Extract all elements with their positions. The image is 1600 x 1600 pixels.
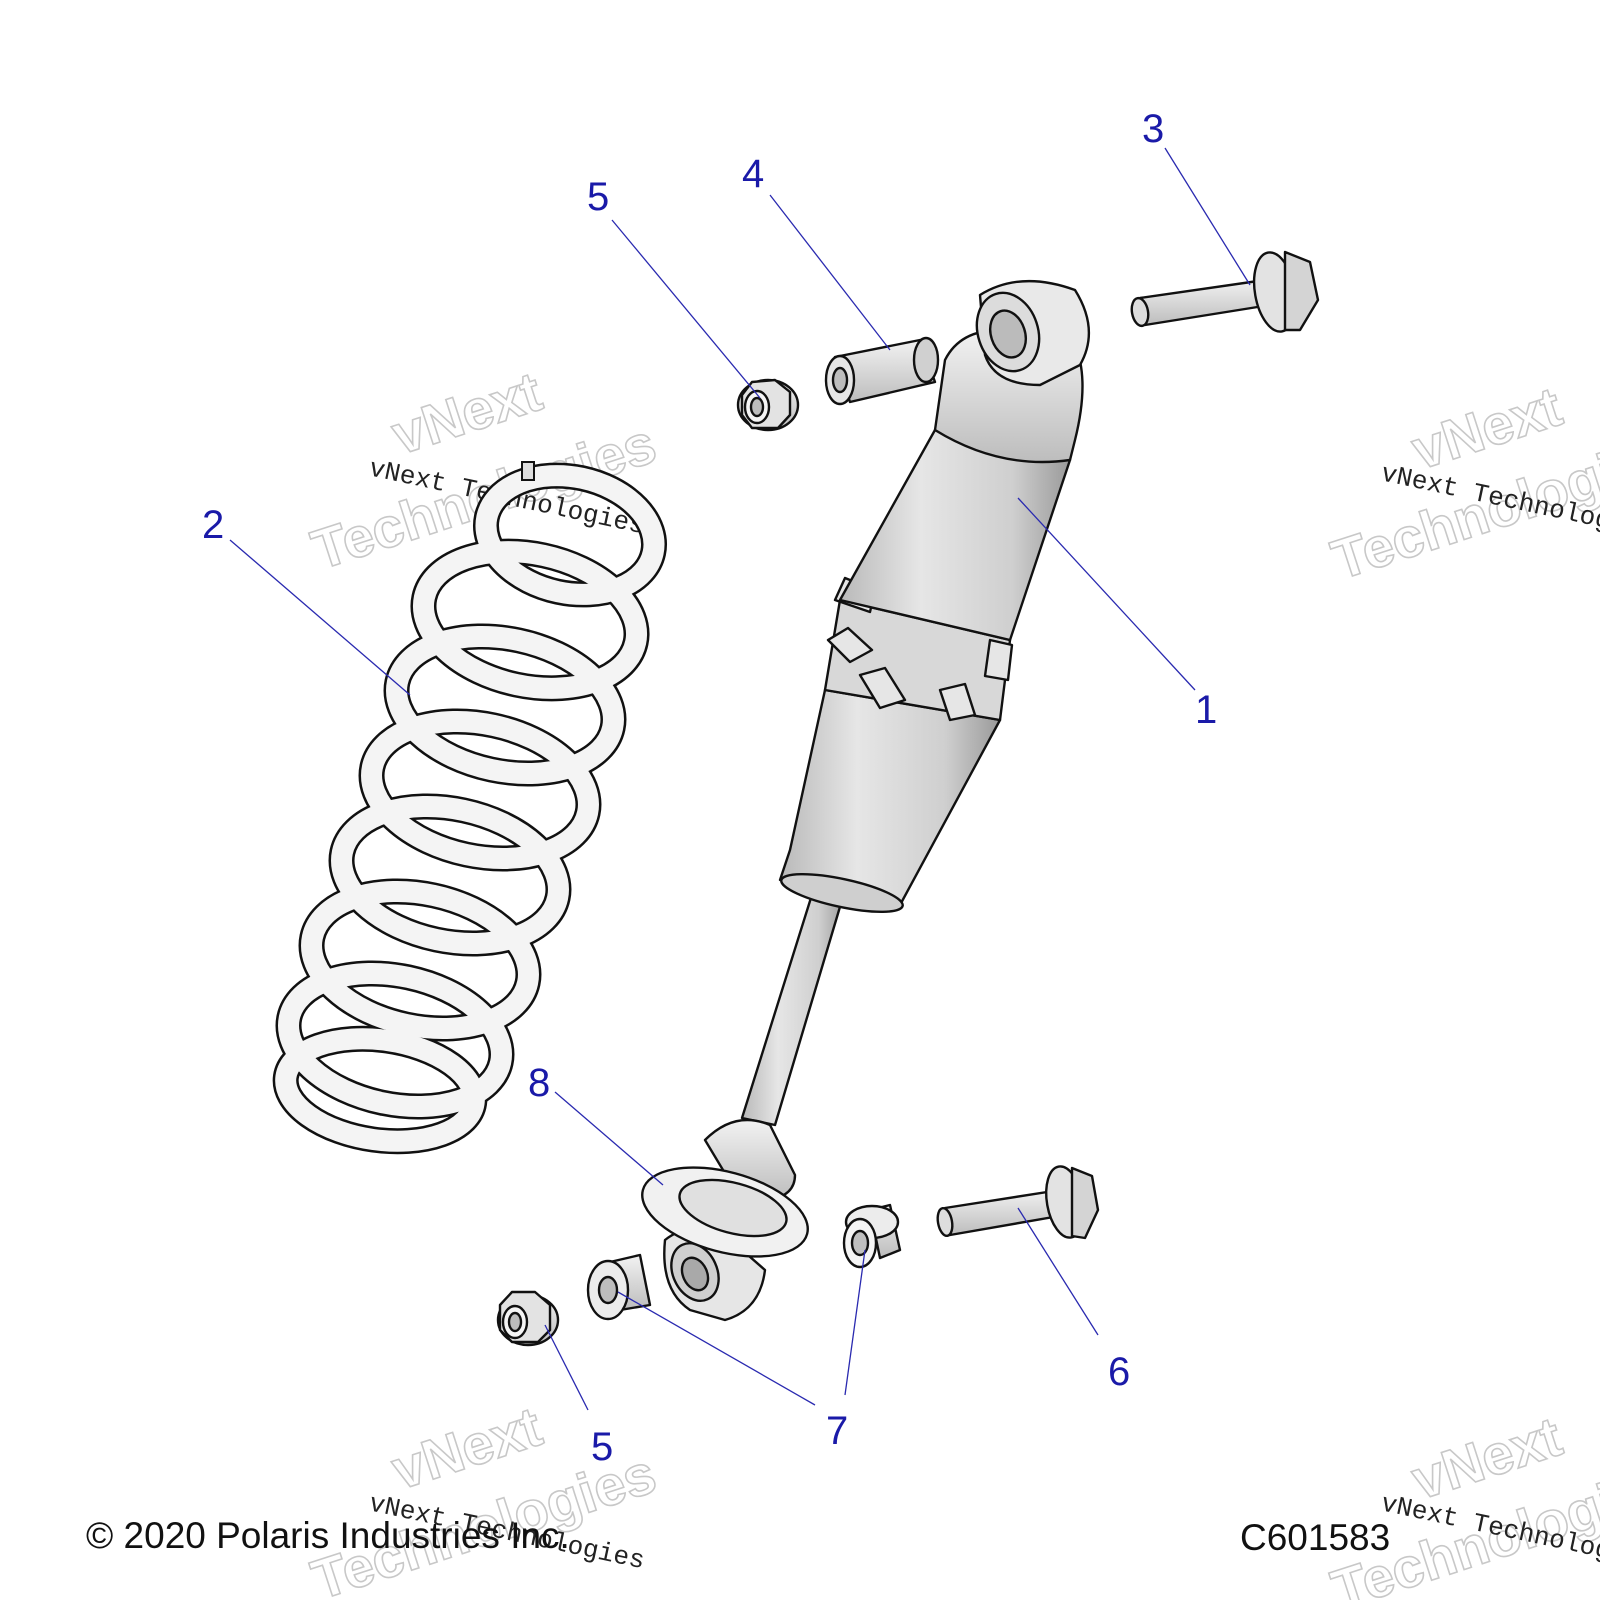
leader-3 xyxy=(1164,147,1251,286)
leader-lines xyxy=(229,147,1251,1411)
upper-bolt xyxy=(1130,250,1320,333)
copyright-text: © 2020 Polaris Industries Inc. xyxy=(86,1515,570,1556)
callout-1: 1 xyxy=(1195,688,1217,732)
leader-5-upper xyxy=(611,219,761,399)
leader-7-left xyxy=(617,1291,816,1406)
callout-4: 4 xyxy=(742,152,764,196)
leader-2 xyxy=(229,539,411,696)
callout-5-lower: 5 xyxy=(591,1425,613,1469)
callout-8: 8 xyxy=(528,1061,550,1105)
bushing-right xyxy=(842,1203,902,1269)
lower-bolt xyxy=(936,1165,1100,1240)
flange-nut-lower xyxy=(496,1290,560,1347)
shock-absorber xyxy=(663,279,1090,1322)
bushing-left xyxy=(586,1253,652,1321)
flange-nut-upper xyxy=(736,378,800,432)
leader-6 xyxy=(1017,1207,1099,1336)
callouts: 1 2 3 4 5 5 6 7 8 xyxy=(202,107,1217,1469)
watermark-bottom-right: vNext Technologies vNext Technologies xyxy=(1323,1404,1600,1600)
leader-5-lower xyxy=(544,1324,589,1411)
watermark-top-right: vNext Technologies vNext Technologies xyxy=(1323,374,1600,593)
diagram-id: C601583 xyxy=(1240,1517,1390,1558)
upper-bushing xyxy=(824,336,940,406)
leader-4 xyxy=(769,194,891,351)
callout-2: 2 xyxy=(202,503,224,547)
leader-7-right xyxy=(844,1249,866,1396)
callout-6: 6 xyxy=(1108,1350,1130,1394)
callout-3: 3 xyxy=(1142,107,1164,151)
leader-1 xyxy=(1017,497,1196,691)
leader-8 xyxy=(554,1091,664,1186)
coil-spring xyxy=(272,461,668,1155)
spring-seat xyxy=(641,1166,809,1258)
callout-7: 7 xyxy=(826,1409,848,1453)
callout-5-upper: 5 xyxy=(587,175,609,219)
